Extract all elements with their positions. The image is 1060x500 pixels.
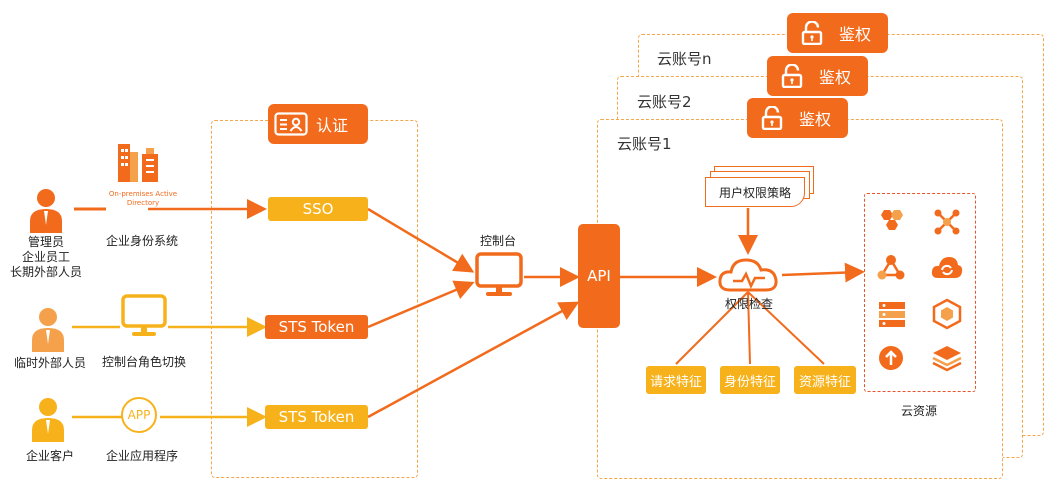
cloud-resources-box	[864, 193, 976, 392]
user-group-1-line2: 企业员工	[21, 250, 70, 264]
server-stack-icon	[879, 302, 905, 327]
authorization-badge-n: 鉴权	[787, 13, 888, 53]
authorization-label: 鉴权	[839, 25, 872, 44]
cloud-account-2-label: 云账号2	[637, 93, 692, 111]
buildings-icon	[118, 144, 158, 182]
app-badge-label: APP	[127, 408, 151, 422]
arrow	[367, 207, 475, 273]
api-label: API	[587, 267, 611, 285]
feature-request: 请求特征	[646, 366, 706, 394]
id-card-icon	[274, 112, 308, 136]
cloud-account-1-label: 云账号1	[617, 135, 672, 153]
unlock-icon	[761, 106, 783, 130]
unlock-icon	[801, 21, 823, 45]
enterprise-id-system-label: 企业身份系统	[105, 234, 178, 248]
console-monitor-icon	[475, 252, 523, 296]
cube-cluster-icon	[932, 298, 962, 330]
cloud-account-n-label: 云账号n	[657, 50, 712, 68]
policy-doc: 用户权限策略	[705, 177, 805, 207]
permission-check-label: 权限检查	[724, 297, 773, 311]
arrow	[367, 301, 580, 419]
authorization-label: 鉴权	[819, 68, 852, 87]
monitor-icon	[121, 294, 167, 336]
person-icon	[32, 398, 64, 442]
network-nodes-icon	[934, 209, 960, 235]
hexagon-cluster-icon	[881, 210, 903, 230]
console-role-switch-label: 控制台角色切换	[101, 355, 186, 369]
permission-check-cloud-icon	[718, 258, 778, 292]
policy-label: 用户权限策略	[718, 185, 791, 200]
layer-stack-icon	[932, 346, 962, 372]
cloud-resources-label: 云资源	[900, 404, 937, 418]
app-badge: APP	[121, 397, 157, 433]
authentication-label: 认证	[316, 116, 349, 135]
person-icon	[32, 308, 64, 352]
arrow	[367, 280, 475, 329]
unlock-icon	[781, 64, 803, 88]
auth-method-sts-token-app: STS Token	[265, 405, 368, 429]
authorization-badge-1: 鉴权	[747, 98, 848, 138]
ad-caption-line1: On-premises Active	[108, 190, 178, 198]
connector	[675, 291, 749, 365]
authorization-label: 鉴权	[799, 110, 832, 129]
enterprise-app-label: 企业应用程序	[105, 449, 178, 463]
user-group-1-line1: 管理员	[27, 235, 64, 249]
cloud-sync-icon	[931, 257, 963, 278]
arrow	[781, 262, 865, 283]
user-group-1-line3: 长期外部人员	[9, 265, 82, 279]
feature-identity: 身份特征	[720, 366, 780, 394]
authentication-badge: 认证	[268, 104, 368, 144]
connector	[747, 291, 751, 365]
console-label: 控制台	[479, 234, 516, 248]
auth-method-sso: SSO	[268, 197, 368, 221]
authorization-badge-2: 鉴权	[767, 56, 868, 96]
user-group-2-label: 临时外部人员	[13, 356, 86, 370]
ad-caption-line2: Directory	[126, 199, 160, 207]
feature-resource: 资源特征	[794, 366, 856, 394]
auth-method-sts-token-console: STS Token	[265, 315, 368, 339]
cloud-upload-icon	[879, 346, 903, 370]
person-icon	[30, 189, 62, 233]
share-nodes-icon	[877, 255, 905, 280]
user-group-3-label: 企业客户	[25, 449, 74, 463]
connector	[747, 291, 825, 365]
api-block: API	[578, 224, 620, 328]
